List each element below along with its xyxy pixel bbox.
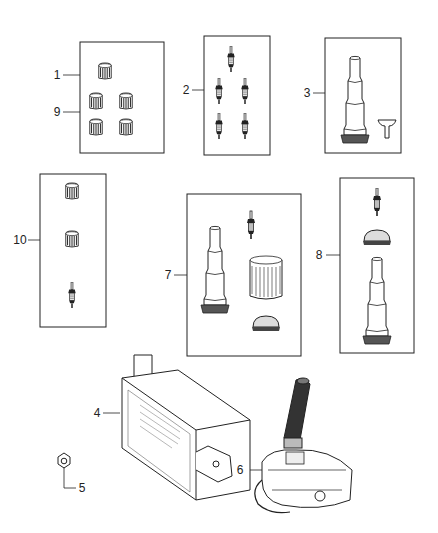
callout-number: 2 xyxy=(183,83,190,97)
callout-number: 9 xyxy=(54,105,61,119)
callout-number: 4 xyxy=(94,406,101,420)
callout-number: 10 xyxy=(13,233,26,247)
callout-number: 5 xyxy=(79,481,86,495)
callout-number: 3 xyxy=(304,86,311,100)
callout-number: 6 xyxy=(237,463,244,477)
callout-number: 8 xyxy=(316,248,323,262)
callout-number: 1 xyxy=(54,68,61,82)
callout-number: 7 xyxy=(165,268,172,282)
